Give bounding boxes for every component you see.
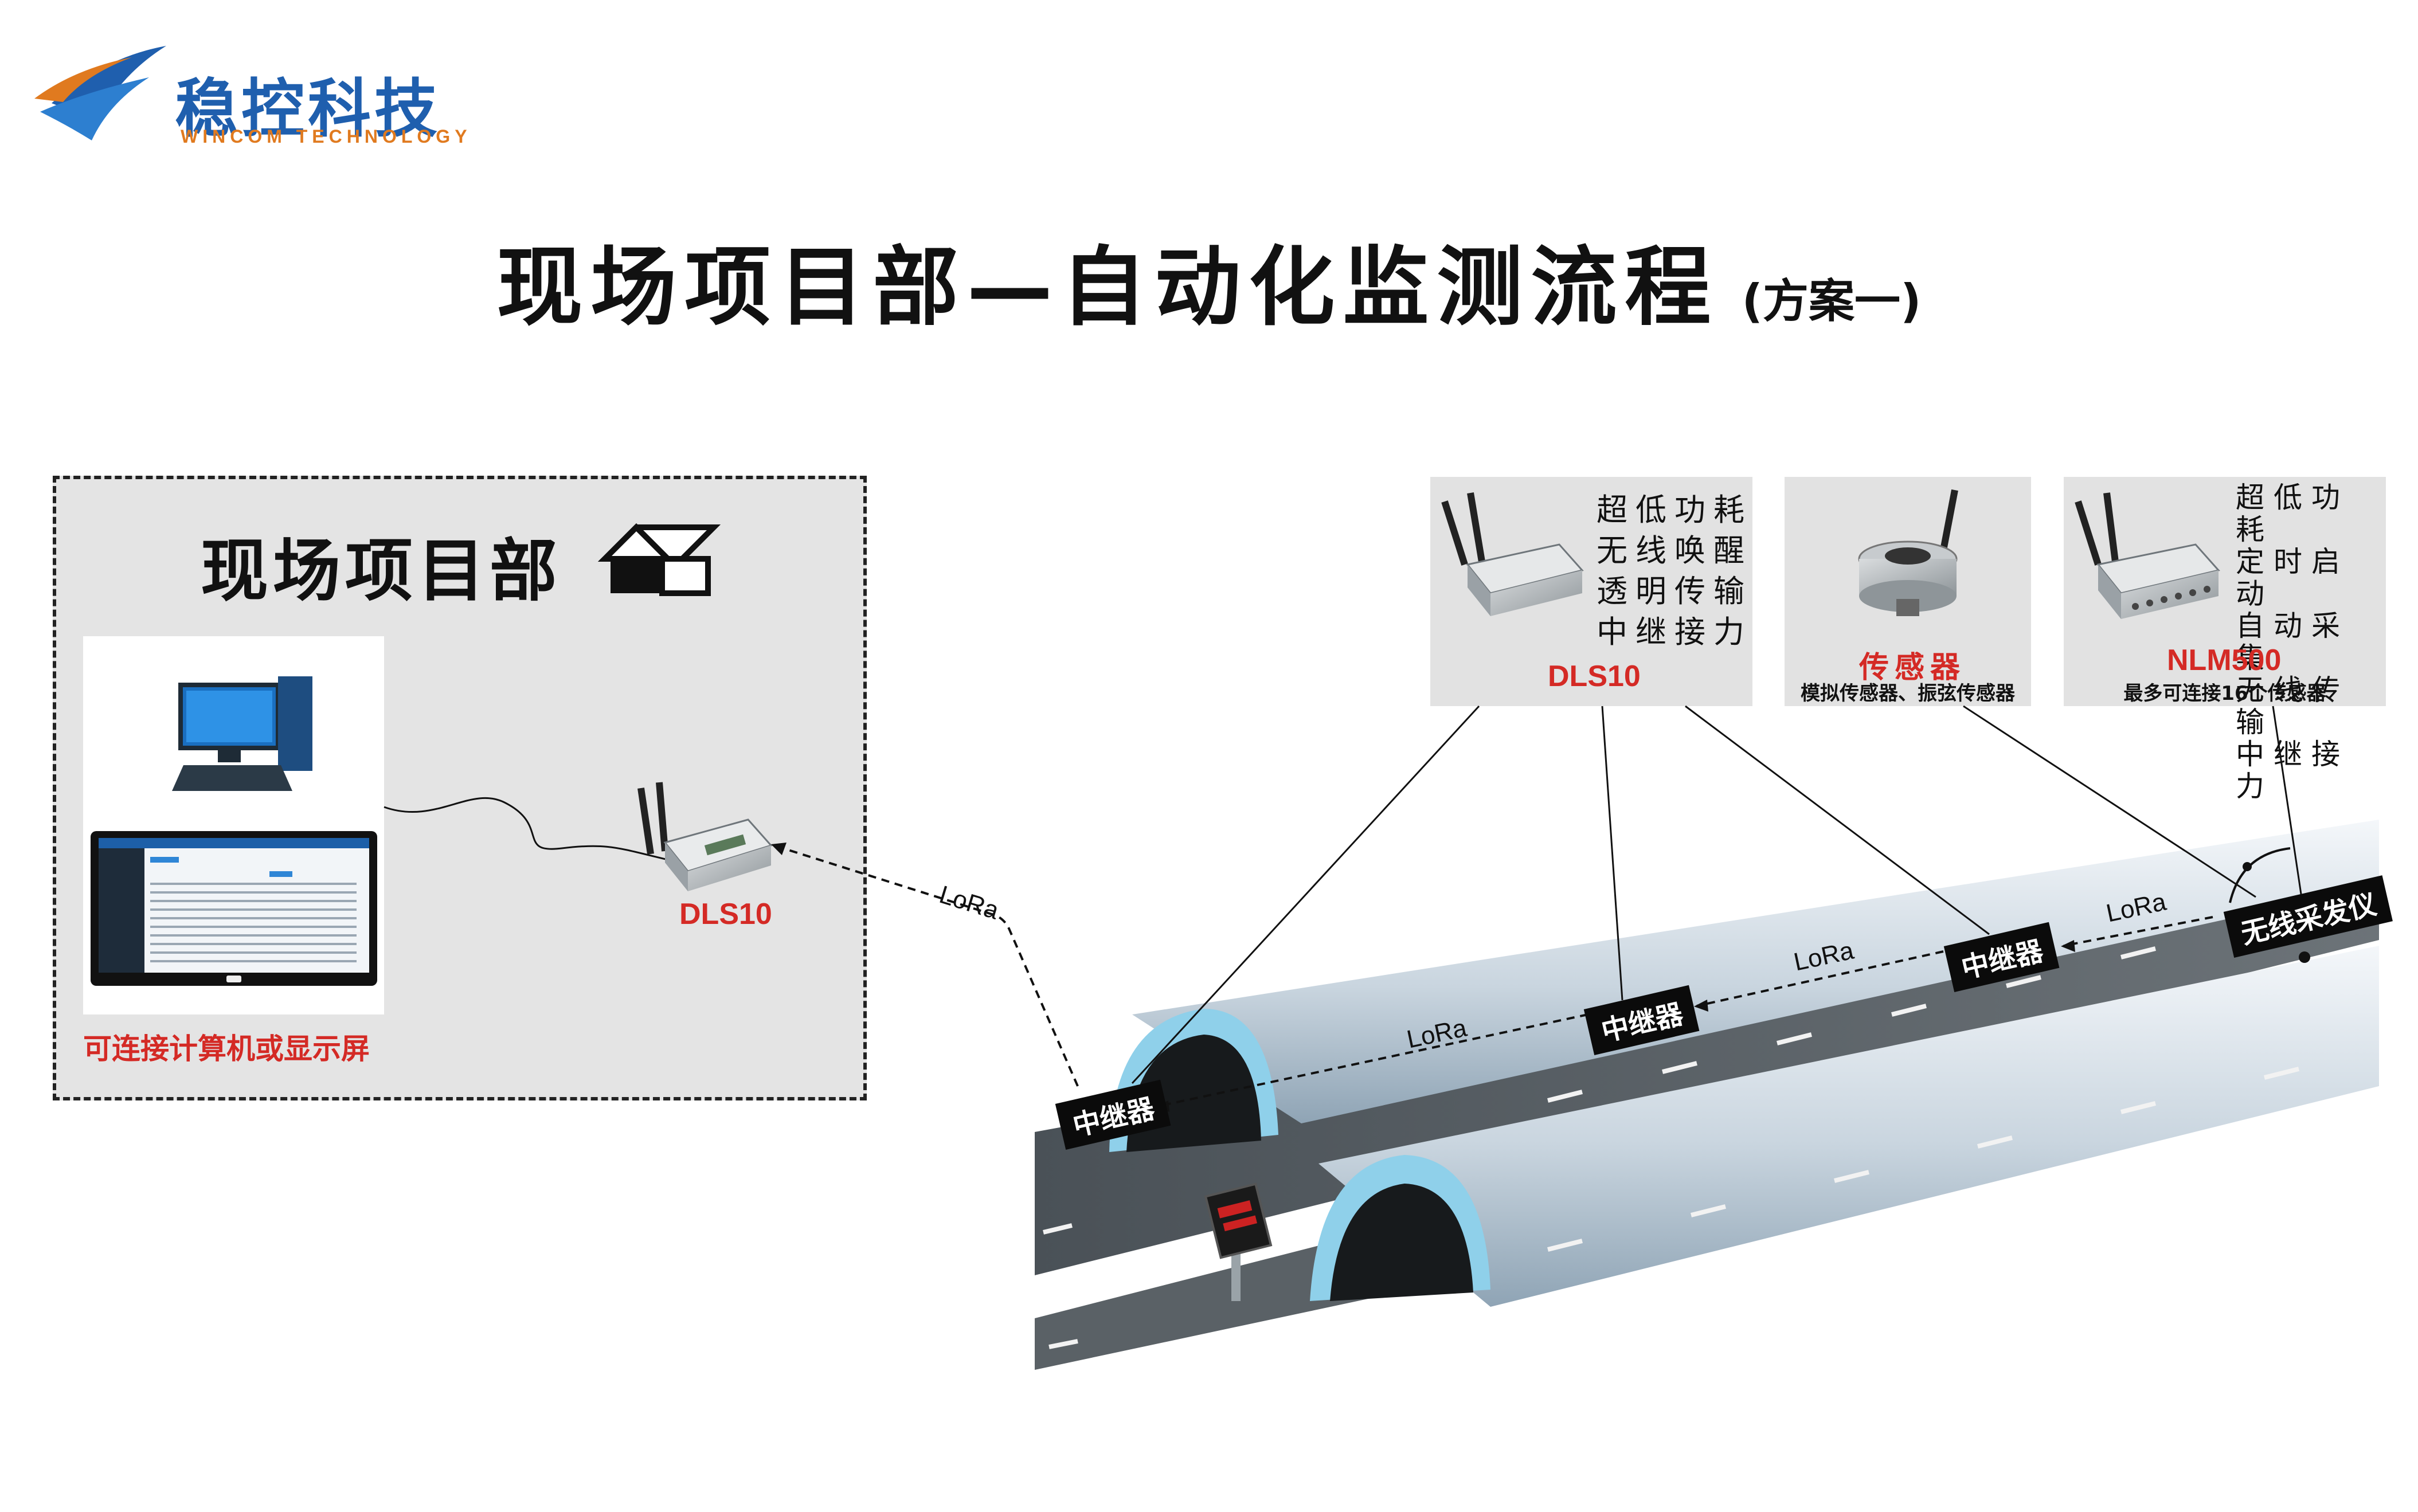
logo-emblem-icon bbox=[34, 46, 166, 140]
office-dls10-label: DLS10 bbox=[679, 898, 772, 931]
logo-name-cn: 稳控科技 bbox=[175, 72, 441, 146]
card-dls10: 超低功耗 无线唤醒 透明传输 中继接力 DLS10 bbox=[1430, 477, 1752, 706]
feature-item: 中继接力 bbox=[2236, 738, 2349, 803]
feature-item: 中继接力 bbox=[1597, 614, 1752, 650]
sensor-device-icon bbox=[1858, 489, 1958, 616]
computer-caption: 可连接计算机或显示屏 bbox=[83, 1033, 370, 1065]
dls10-device-icon bbox=[1441, 492, 1584, 616]
sensor-card-name: 传感器 bbox=[1859, 651, 1966, 685]
nlm500-device-icon bbox=[2075, 492, 2220, 619]
feature-item: 透明传输 bbox=[1597, 573, 1752, 609]
page-title: 现场项目部—自动化监测流程 (方案一) bbox=[0, 218, 2418, 342]
nlm500-feature-list: 超低功耗 定时启动 自动采集 无线传输 中继接力 bbox=[2236, 481, 2386, 802]
dls10-feature-list: 超低功耗 无线唤醒 透明传输 中继接力 bbox=[1597, 489, 1752, 652]
nlm500-card-name: NLM500 bbox=[2167, 644, 2282, 677]
feature-item: 自动采集 bbox=[2236, 609, 2349, 675]
feature-item: 定时启动 bbox=[2236, 545, 2349, 610]
cable-line bbox=[384, 797, 668, 861]
feature-item: 无线唤醒 bbox=[1597, 532, 1752, 569]
nlm500-card-subtitle: 最多可连接16个传感器 bbox=[2123, 682, 2326, 705]
office-title: 现场项目部 bbox=[201, 531, 562, 610]
desktop-computer-icon bbox=[172, 676, 312, 791]
feature-item: 超低功耗 bbox=[1597, 492, 1752, 528]
title-sub: (方案一) bbox=[1742, 275, 1922, 328]
logo-name-en: WINCOM TECHNOLOGY bbox=[181, 126, 472, 147]
tunnel-scene bbox=[1035, 820, 2379, 1370]
house-icon bbox=[597, 523, 721, 596]
sensor-card-subtitle: 模拟传感器、振弦传感器 bbox=[1801, 682, 2015, 705]
title-main: 现场项目部—自动化监测流程 bbox=[496, 238, 1719, 338]
dls10-card-name: DLS10 bbox=[1548, 660, 1641, 693]
lora-signal-lines bbox=[773, 844, 2213, 1107]
feature-item: 超低功耗 bbox=[2236, 481, 2349, 546]
company-logo: 稳控科技 WINCOM TECHNOLOGY bbox=[34, 34, 522, 149]
office-dls10-device-icon bbox=[637, 782, 773, 891]
feature-item: 无线传输 bbox=[2236, 673, 2349, 739]
leader-lines bbox=[1131, 705, 2306, 1084]
display-screen-icon bbox=[91, 831, 377, 986]
card-nlm500: 超低功耗 定时启动 自动采集 无线传输 中继接力 NLM500 最多可连接16个… bbox=[2064, 477, 2386, 802]
